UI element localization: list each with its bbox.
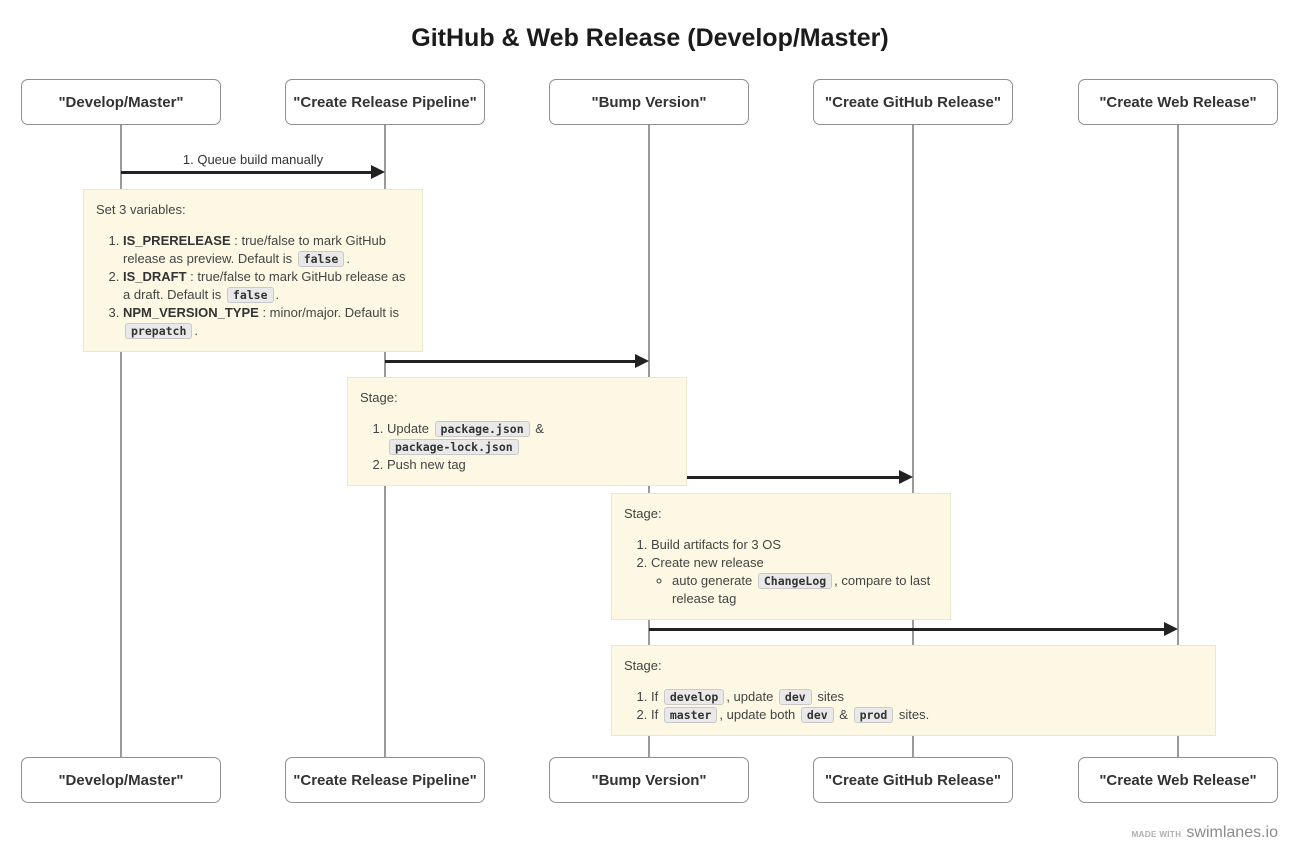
lane-footer-box: "Bump Version" <box>549 757 749 803</box>
note-text: If <box>651 707 662 722</box>
note-list-item: Update package.json & package-lock.json <box>387 420 674 456</box>
note-list-item: If master, update both dev & prod sites. <box>651 706 1203 724</box>
lane-footer-box: "Create GitHub Release" <box>813 757 1013 803</box>
inline-code: dev <box>800 707 834 723</box>
note-text: : true/false to mark GitHub release as a… <box>123 269 406 302</box>
note-list-item: Build artifacts for 3 OS <box>651 536 938 554</box>
note-text: & <box>531 421 544 436</box>
note-text: If <box>651 689 662 704</box>
message-arrow-line <box>649 628 1166 631</box>
message-arrow-line <box>385 360 637 363</box>
note-text: : minor/major. Default is <box>258 305 399 320</box>
note-box: Stage: Build artifacts for 3 OS Create new… <box>611 493 951 620</box>
footer: MADE WITH swimlanes.io <box>1132 824 1278 842</box>
note-text: Create new release <box>651 555 764 570</box>
inline-code: false <box>226 287 274 303</box>
lane-footer-box: "Create Release Pipeline" <box>285 757 485 803</box>
note-bold-text: NPM_VERSION_TYPE <box>123 305 259 320</box>
note-list-item: Push new tag <box>387 456 674 474</box>
note-text: Push new tag <box>387 457 466 472</box>
note-text: Update <box>387 421 433 436</box>
swimlanes-brand-link[interactable]: swimlanes.io <box>1186 824 1278 841</box>
note-list-item: IS_DRAFT : true/false to mark GitHub rel… <box>123 268 410 304</box>
arrowhead-icon <box>635 354 649 368</box>
lane-header-box: "Create Release Pipeline" <box>285 79 485 125</box>
made-with-label: MADE WITH <box>1131 830 1182 839</box>
lane-label: "Create Release Pipeline" <box>293 771 477 789</box>
note-list-item: NPM_VERSION_TYPE : minor/major. Default … <box>123 304 410 340</box>
note-title: Stage: <box>360 390 398 405</box>
lane-label: "Create Release Pipeline" <box>293 93 477 111</box>
inline-code: ChangeLog <box>757 573 833 589</box>
lane-label: "Create Web Release" <box>1099 93 1257 111</box>
lane-header-box: "Develop/Master" <box>21 79 221 125</box>
note-text: Build artifacts for 3 OS <box>651 537 782 552</box>
message-label: 1. Queue build manually <box>182 152 324 167</box>
lane-label: "Create Web Release" <box>1099 771 1257 789</box>
note-text: : true/false to mark GitHub release as p… <box>123 233 386 266</box>
message-arrow-line <box>121 171 373 174</box>
note-text: , update <box>726 689 777 704</box>
inline-code: dev <box>778 689 812 705</box>
note-text: sites <box>813 689 845 704</box>
note-box: Stage: Update package.json & package-lock… <box>347 377 687 486</box>
lane-label: "Bump Version" <box>591 93 707 111</box>
lane-label: "Develop/Master" <box>58 93 184 111</box>
arrowhead-icon <box>1164 622 1178 636</box>
note-bold-text: IS_PRERELEASE <box>123 233 231 248</box>
note-box: Stage:If develop, update dev sitesIf mas… <box>611 645 1216 736</box>
lane-footer-box: "Develop/Master" <box>21 757 221 803</box>
note-list: If develop, update dev sitesIf master, u… <box>624 688 1203 724</box>
arrowhead-icon <box>899 470 913 484</box>
inline-code: package.json <box>434 421 530 437</box>
note-text: & <box>835 707 852 722</box>
lane-header-box: "Create GitHub Release" <box>813 79 1013 125</box>
note-text: . <box>194 323 199 338</box>
lane-label: "Create GitHub Release" <box>825 93 1001 111</box>
note-list: Build artifacts for 3 OS Create new relea… <box>624 536 938 608</box>
lane-line <box>912 125 914 757</box>
note-list-item: Create new release auto generate ChangeLo… <box>651 554 938 608</box>
note-box: Set 3 variables: IS_PRERELEASE : true/fal… <box>83 189 423 352</box>
note-text: . <box>346 251 350 266</box>
lane-line <box>120 125 122 757</box>
note-title: Stage: <box>624 506 662 521</box>
note-bold-text: IS_DRAFT <box>123 269 187 284</box>
lane-header-box: "Bump Version" <box>549 79 749 125</box>
note-list-item: If develop, update dev sites <box>651 688 1203 706</box>
note-text: , compare to last release tag <box>672 573 931 606</box>
lane-footer-box: "Create Web Release" <box>1078 757 1278 803</box>
note-title: Stage: <box>624 658 662 673</box>
inline-code: develop <box>663 689 725 705</box>
lane-label: "Create GitHub Release" <box>825 771 1001 789</box>
note-text: auto generate <box>672 573 756 588</box>
lane-line <box>1177 125 1179 757</box>
note-text: sites. <box>895 707 930 722</box>
arrowhead-icon <box>371 165 385 179</box>
message-arrow-line <box>649 476 901 479</box>
inline-code: false <box>297 251 345 267</box>
note-title: Set 3 variables: <box>96 202 186 217</box>
inline-code: prod <box>853 707 894 723</box>
inline-code: prepatch <box>125 323 193 339</box>
note-text: . <box>275 287 280 302</box>
note-list: IS_PRERELEASE : true/false to mark GitHu… <box>96 232 410 340</box>
lane-header-box: "Create Web Release" <box>1078 79 1278 125</box>
lane-label: "Develop/Master" <box>58 771 184 789</box>
note-text: , update both <box>719 707 799 722</box>
note-sublist-item: auto generate ChangeLog, compare to last… <box>672 572 938 608</box>
note-list: Update package.json & package-lock.jsonP… <box>360 420 674 474</box>
note-sublist: auto generate ChangeLog, compare to last… <box>651 572 938 608</box>
inline-code: package-lock.json <box>389 439 519 455</box>
diagram-title: GitHub & Web Release (Develop/Master) <box>411 24 889 52</box>
inline-code: master <box>663 707 718 723</box>
note-list-item: IS_PRERELEASE : true/false to mark GitHu… <box>123 232 410 268</box>
lane-label: "Bump Version" <box>591 771 707 789</box>
